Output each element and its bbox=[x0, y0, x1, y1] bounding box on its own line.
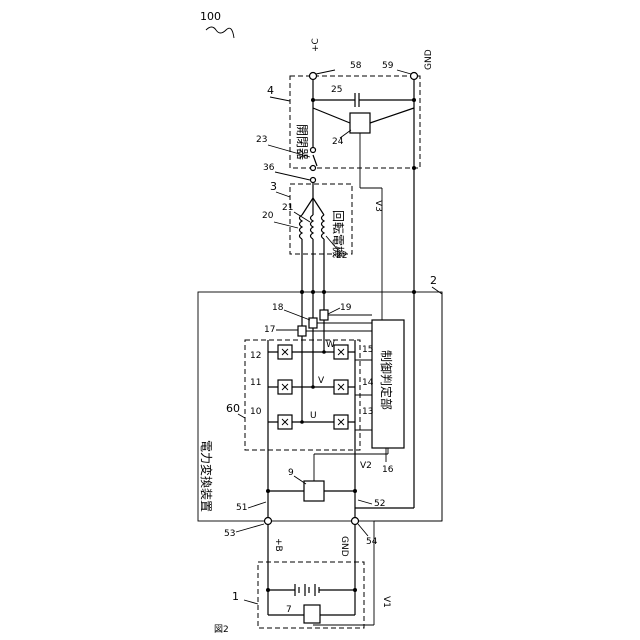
node-dot bbox=[311, 385, 315, 389]
signal-v3: V3 bbox=[373, 200, 383, 212]
motor-neutral-terminal bbox=[311, 178, 316, 183]
igbt-13 bbox=[334, 415, 348, 429]
terminal-plus-b bbox=[265, 518, 272, 525]
current-sensor-17 bbox=[298, 326, 306, 336]
terminal-plus-b-label: +B bbox=[273, 538, 283, 552]
current-sensor-18 bbox=[309, 318, 317, 328]
node-dot bbox=[300, 420, 304, 424]
controller-label: 制御判定部 bbox=[379, 350, 394, 410]
switch-ref: 4 bbox=[267, 84, 274, 97]
ref-51-leader bbox=[248, 502, 266, 508]
inverter-ref: 60 bbox=[226, 402, 240, 415]
signal-v2: V2 bbox=[360, 461, 372, 471]
ref-17: 17 bbox=[264, 325, 275, 335]
ref-18-leader bbox=[284, 310, 310, 320]
igbt-10 bbox=[278, 415, 292, 429]
ref-54-leader bbox=[358, 524, 368, 536]
node-dot bbox=[412, 166, 416, 170]
terminal-gnd-bottom-label: GND bbox=[339, 536, 349, 557]
coil-w bbox=[322, 215, 325, 239]
ref-25: 25 bbox=[331, 85, 342, 95]
ref-13: 13 bbox=[362, 407, 373, 417]
motor-ref: 3 bbox=[270, 180, 277, 193]
converter-ref-leader bbox=[432, 287, 442, 294]
converter-label: 電力変換装置 bbox=[199, 440, 214, 512]
signal-v1: V1 bbox=[381, 596, 391, 608]
terminal-gnd-top-label: GND bbox=[424, 49, 434, 70]
igbt-14 bbox=[334, 380, 348, 394]
ref-9-leader bbox=[294, 476, 306, 484]
coil-u bbox=[300, 215, 303, 239]
wire-relay-right bbox=[370, 108, 414, 123]
switch-contact bbox=[311, 148, 316, 153]
terminal-plus-c bbox=[310, 73, 317, 80]
ref-12: 12 bbox=[250, 351, 261, 361]
node-dot bbox=[266, 489, 270, 493]
igbt-12 bbox=[278, 345, 292, 359]
ref-7: 7 bbox=[286, 605, 292, 615]
node-dot bbox=[322, 350, 326, 354]
ref-20: 20 bbox=[262, 211, 274, 221]
switch-contact bbox=[311, 166, 316, 171]
ref-22: 22 bbox=[336, 251, 347, 261]
terminal-gnd-top bbox=[411, 73, 418, 80]
ref-36: 36 bbox=[263, 163, 275, 173]
ref-15: 15 bbox=[362, 345, 373, 355]
ref-59-leader bbox=[397, 70, 411, 74]
ref-18: 18 bbox=[272, 303, 284, 313]
ref-23: 23 bbox=[256, 135, 267, 145]
battery-monitor-7 bbox=[304, 605, 320, 623]
ref-19-leader bbox=[328, 308, 340, 314]
battery-cells bbox=[268, 584, 355, 596]
terminal-gnd-bottom bbox=[352, 518, 359, 525]
ref-51: 51 bbox=[236, 503, 247, 513]
terminal-plus-c-label: +C bbox=[311, 38, 321, 52]
winding-w-lead bbox=[313, 198, 324, 215]
ref-59: 59 bbox=[382, 61, 394, 71]
voltage-detector-9 bbox=[304, 481, 324, 501]
node-dot bbox=[266, 588, 270, 592]
ref-24: 24 bbox=[332, 137, 344, 147]
ref-11: 11 bbox=[250, 378, 261, 388]
ref-9: 9 bbox=[288, 468, 294, 478]
ref-52-leader bbox=[358, 500, 372, 504]
ref-14: 14 bbox=[362, 378, 374, 388]
ref-53-leader bbox=[236, 524, 264, 532]
ref-58: 58 bbox=[350, 61, 362, 71]
controller-ref: 16 bbox=[382, 465, 394, 475]
switch-contact-blade bbox=[313, 155, 317, 166]
current-sensor-19 bbox=[320, 310, 328, 320]
ref-20-leader bbox=[274, 222, 298, 228]
relay-block bbox=[350, 113, 370, 133]
igbt-15 bbox=[334, 345, 348, 359]
phase-label-w: W bbox=[326, 340, 335, 350]
ref-54: 54 bbox=[366, 537, 378, 547]
ref-10: 10 bbox=[250, 407, 262, 417]
switch-ref-leader bbox=[270, 97, 290, 101]
converter-ref: 2 bbox=[430, 274, 437, 287]
ref-58-leader bbox=[316, 70, 335, 74]
battery-ref-leader bbox=[244, 600, 258, 604]
phase-label-u: U bbox=[310, 411, 317, 421]
coil-v bbox=[311, 215, 314, 239]
node-dot bbox=[353, 489, 357, 493]
phase-label-v: V bbox=[318, 376, 325, 386]
ref-21: 21 bbox=[282, 203, 293, 213]
igbt-11 bbox=[278, 380, 292, 394]
battery-ref: 1 bbox=[232, 590, 239, 603]
ref-36-leader bbox=[275, 172, 310, 180]
wire-relay-left bbox=[313, 108, 350, 123]
figure-ref-leader bbox=[206, 27, 234, 38]
ref-19: 19 bbox=[340, 303, 352, 313]
ref-53: 53 bbox=[224, 529, 235, 539]
winding-u-lead bbox=[302, 198, 313, 215]
figure-ref-100: 100 bbox=[200, 10, 221, 23]
ref-24-leader bbox=[340, 130, 351, 138]
corner-mark: 図2 bbox=[214, 624, 229, 635]
motor-ref-leader bbox=[276, 192, 290, 197]
inverter-ref-leader bbox=[238, 414, 245, 418]
node-dot bbox=[353, 588, 357, 592]
